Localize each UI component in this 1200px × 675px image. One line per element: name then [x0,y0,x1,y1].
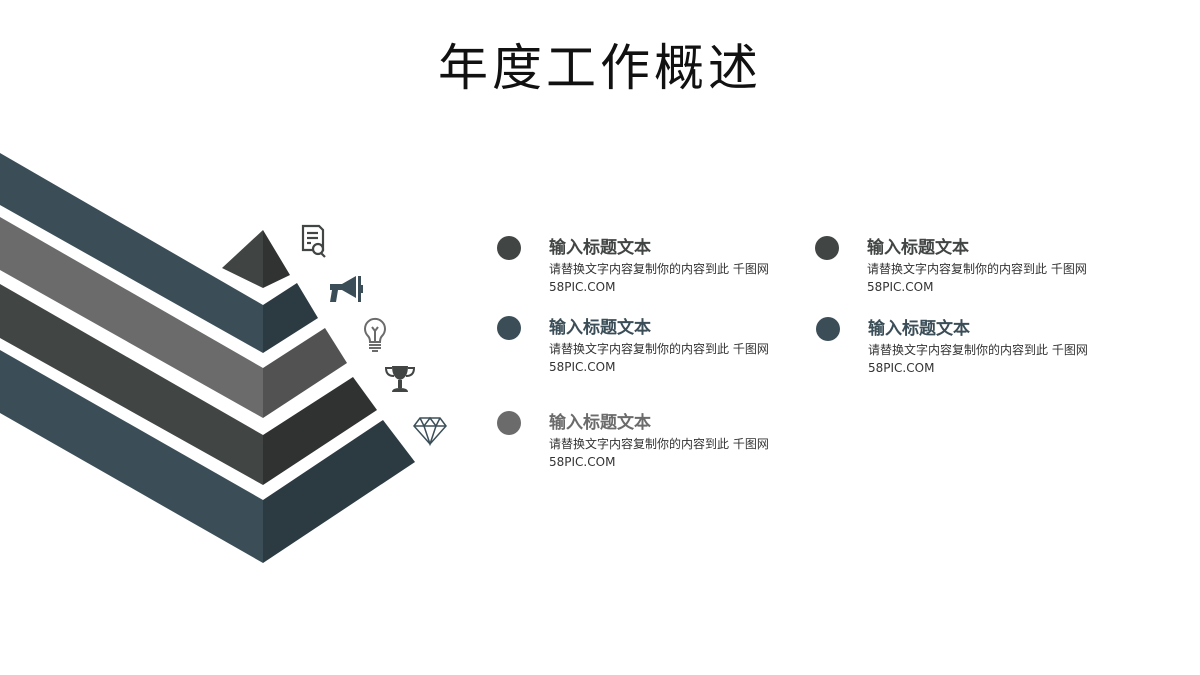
bullet-dot [497,411,521,435]
item-description: 请替换文字内容复制你的内容到此 千图网 58PIC.COM [549,437,769,469]
pyramid-tip-right-face [263,230,290,288]
bullet-dot [497,316,521,340]
pyramid-layer-3-left [0,284,263,485]
pyramid-layer-3-right [263,377,377,485]
item-title: 输入标题文本 [867,238,969,258]
pyramid-layer-2-left [0,217,263,418]
trophy-icon [384,366,416,392]
bullet-dot [497,236,521,260]
item-description: 请替换文字内容复制你的内容到此 千图网 58PIC.COM [549,262,769,294]
item-description: 请替换文字内容复制你的内容到此 千图网 58PIC.COM [549,342,769,374]
slide-title: 年度工作概述 [438,39,762,97]
document-search-icon [301,224,326,258]
pyramid-layer-4-left [0,350,263,563]
pyramid-layer-4-right [263,420,415,563]
item-description: 请替换文字内容复制你的内容到此 千图网 58PIC.COM [867,262,1087,294]
pyramid-layer-1-right [263,283,318,353]
megaphone-icon [330,276,363,302]
item-title: 输入标题文本 [549,238,651,258]
bullet-dot [815,236,839,260]
diamond-icon [413,416,447,447]
item-title: 输入标题文本 [549,413,651,433]
lightbulb-icon [364,317,386,352]
pyramid-tip-left-face [222,230,263,288]
item-title: 输入标题文本 [868,319,970,339]
pyramid-diagram [0,153,447,563]
pyramid-layer-2-right [263,328,347,418]
pyramid-layer-1-left [0,153,263,353]
item-description: 请替换文字内容复制你的内容到此 千图网 58PIC.COM [868,343,1088,375]
item-title: 输入标题文本 [549,318,651,338]
bullet-dot [816,317,840,341]
